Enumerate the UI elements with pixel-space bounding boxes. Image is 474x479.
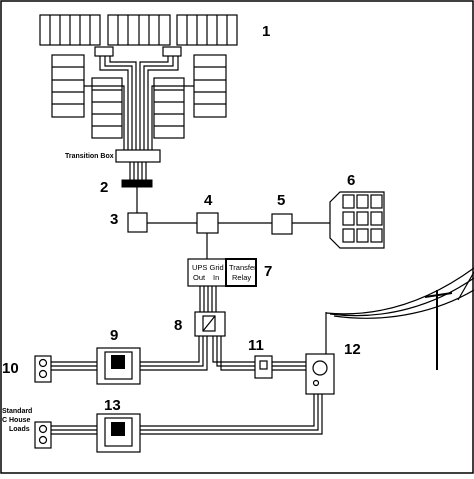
house-loads-line2: C House <box>2 417 31 424</box>
label-6: 6 <box>347 172 355 189</box>
transfer-relay-line2: Relay <box>232 273 251 282</box>
label-5: 5 <box>277 192 285 209</box>
wires-12-13 <box>50 394 323 435</box>
label-7: 7 <box>264 263 272 280</box>
cable-connector <box>121 179 153 188</box>
label-12: 12 <box>344 341 361 358</box>
meter-12 <box>305 353 335 395</box>
utility-pole <box>325 267 474 370</box>
component-5-box <box>271 213 293 235</box>
array-wiring <box>84 56 194 150</box>
house-loads-line1: Standard <box>2 408 32 415</box>
house-outlet <box>34 421 52 449</box>
solar-array-center-right <box>153 77 185 139</box>
label-1: 1 <box>262 23 270 40</box>
solar-array-top <box>39 14 238 46</box>
junction-box-right <box>162 46 182 57</box>
wires-8-9-10 <box>50 336 208 371</box>
label-13: 13 <box>104 397 121 414</box>
house-loads-line3: Loads <box>9 426 30 433</box>
transfer-relay-box <box>225 258 257 287</box>
solar-array-center-left <box>91 77 123 139</box>
component-4-box <box>196 212 219 234</box>
transfer-relay-line1: Transfer <box>229 263 257 272</box>
junction-box-left <box>94 46 114 57</box>
label-8: 8 <box>174 317 182 334</box>
transition-box-label: Transition Box <box>65 153 114 160</box>
ups-label-line1: UPS Grid <box>192 263 224 272</box>
breaker-11 <box>254 355 273 379</box>
wires-8-11-12 <box>212 336 306 371</box>
label-11: 11 <box>248 337 264 354</box>
outlet-10 <box>34 355 52 383</box>
label-10: 10 <box>2 360 19 377</box>
solar-array-left <box>51 54 85 118</box>
label-2: 2 <box>100 179 108 196</box>
label-9: 9 <box>110 327 118 344</box>
ups-out-label: Out <box>193 273 206 282</box>
panel-13 <box>96 413 141 453</box>
transition-box <box>115 149 161 163</box>
ups-in-label: In <box>213 273 219 282</box>
component-3-box <box>127 212 148 233</box>
panel-9 <box>96 347 141 385</box>
label-3: 3 <box>110 211 118 228</box>
transition-cable <box>129 162 147 180</box>
label-4: 4 <box>204 192 213 209</box>
solar-array-right <box>193 54 227 118</box>
battery-bank <box>329 191 385 249</box>
wires-7-8 <box>199 286 217 312</box>
